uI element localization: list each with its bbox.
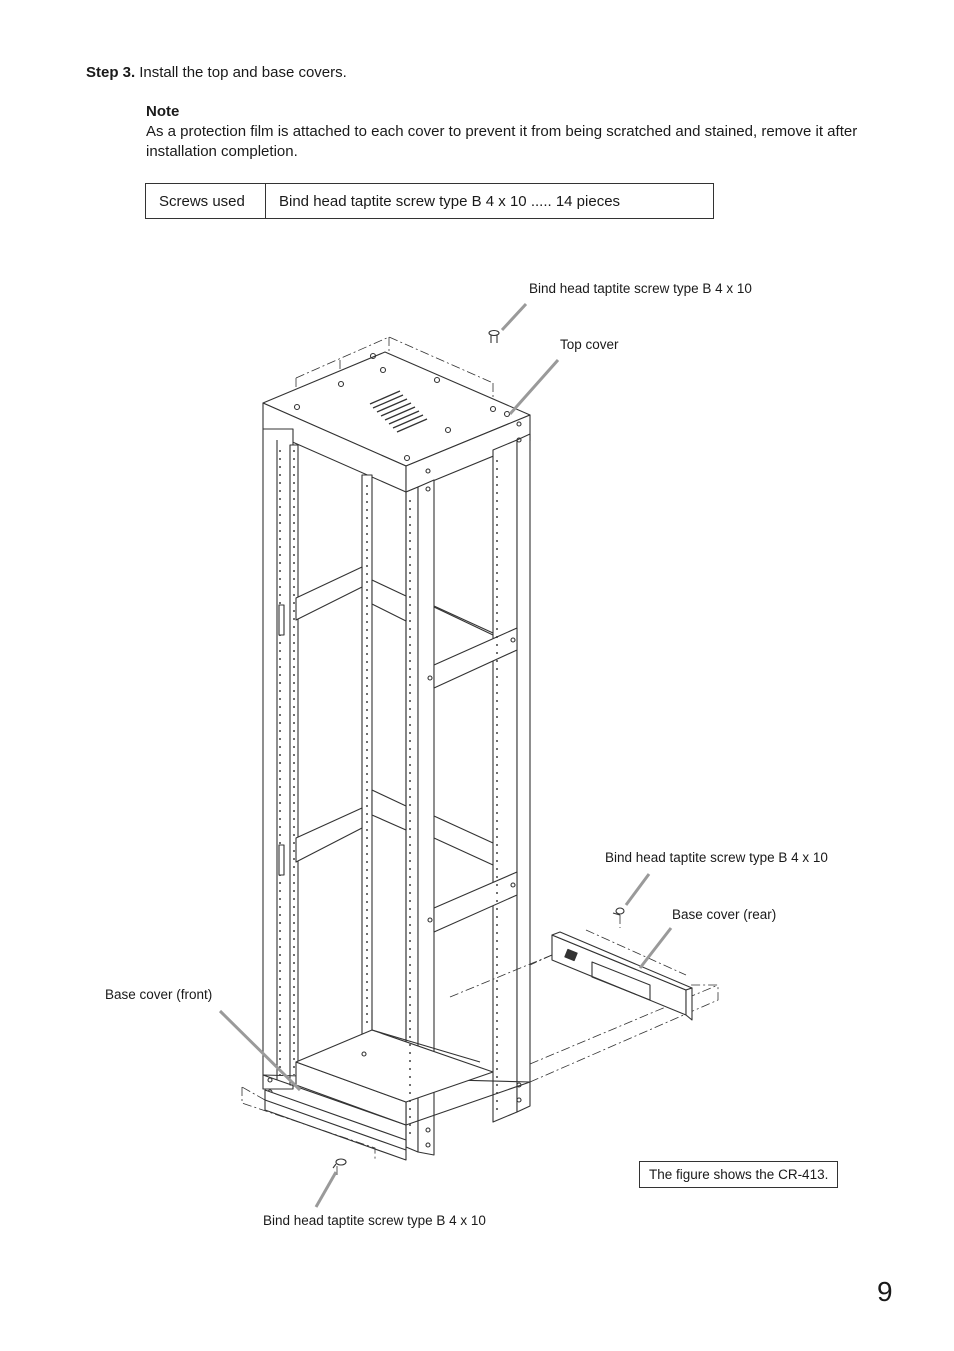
step-label: Step 3. — [86, 64, 136, 81]
base-cover-guide-lines — [241, 915, 719, 1175]
screws-table: Screws used Bind head taptite screw type… — [145, 183, 714, 219]
base-cover-front — [264, 1089, 407, 1161]
note-title: Note — [146, 103, 180, 120]
callout-top-cover: Top cover — [560, 337, 619, 352]
callout-screw-rear: Bind head taptite screw type B 4 x 10 — [605, 850, 828, 865]
callout-base-cover-front: Base cover (front) — [105, 987, 213, 1002]
figure-note: The figure shows the CR-413. — [639, 1161, 839, 1188]
callout-base-cover-rear: Base cover (rear) — [672, 907, 777, 922]
top-cover — [262, 351, 531, 493]
step-text: Install the top and base covers. — [139, 64, 347, 81]
rack-frame — [262, 421, 531, 1156]
step-heading: Step 3.Install the top and base covers. — [86, 64, 347, 81]
callout-screw-top: Bind head taptite screw type B 4 x 10 — [529, 281, 752, 296]
leader-lines — [218, 302, 673, 1208]
screw-top-icon — [488, 329, 500, 343]
screws-table-value: Bind head taptite screw type B 4 x 10 ..… — [265, 183, 714, 219]
screw-front-icon — [332, 1158, 347, 1169]
screws-table-header: Screws used — [145, 183, 266, 219]
page-number: 9 — [877, 1276, 893, 1307]
note-body: As a protection film is attached to each… — [146, 123, 858, 160]
base-cover-rear — [551, 931, 693, 1021]
table-row: Screws used Bind head taptite screw type… — [145, 183, 714, 219]
screw-rear-icon — [612, 907, 625, 916]
callout-screw-front: Bind head taptite screw type B 4 x 10 — [263, 1213, 486, 1228]
